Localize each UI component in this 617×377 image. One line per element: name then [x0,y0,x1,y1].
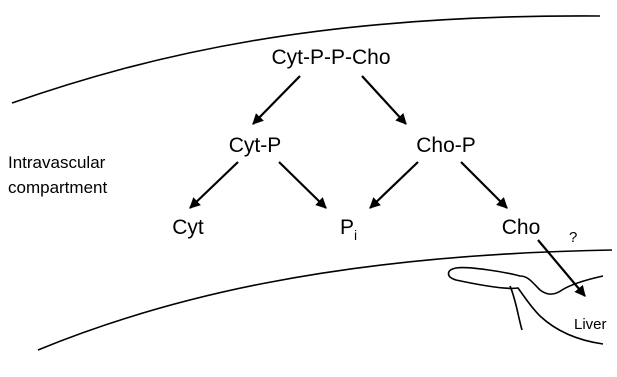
compartment-label-line2: compartment [8,178,107,197]
arrow-cmp-to-phosphate [278,161,327,209]
compartment-label-line1: Intravascular [8,153,106,172]
node-phosphate-main: P [340,216,354,239]
node-cmp: Cyt-P [229,134,282,157]
vessel-lower-wall [37,249,613,351]
arrow-choline-to-liver [537,239,586,297]
vessel-upper-wall [11,15,601,104]
node-cytidine: Cyt [172,216,204,239]
node-cdp-choline: Cyt-P-P-Cho [271,46,390,69]
arrow-phosphocholine-to-choline [460,161,508,209]
liver-outline [447,266,604,345]
liver-label: Liver [574,316,607,333]
node-phosphocholine: Cho-P [416,134,476,157]
arrow-cdp-to-phosphocholine [361,75,407,125]
node-choline: Cho [502,216,541,239]
liver-lobe-line [509,285,523,331]
arrow-phosphocholine-to-phosphate [369,161,419,209]
arrow-cmp-to-cytidine [189,161,239,209]
node-phosphate-subscript: i [354,227,357,243]
uptake-question-mark: ? [569,229,577,246]
arrow-cdp-to-cmp [252,75,301,125]
node-phosphate: Pi [340,216,357,243]
